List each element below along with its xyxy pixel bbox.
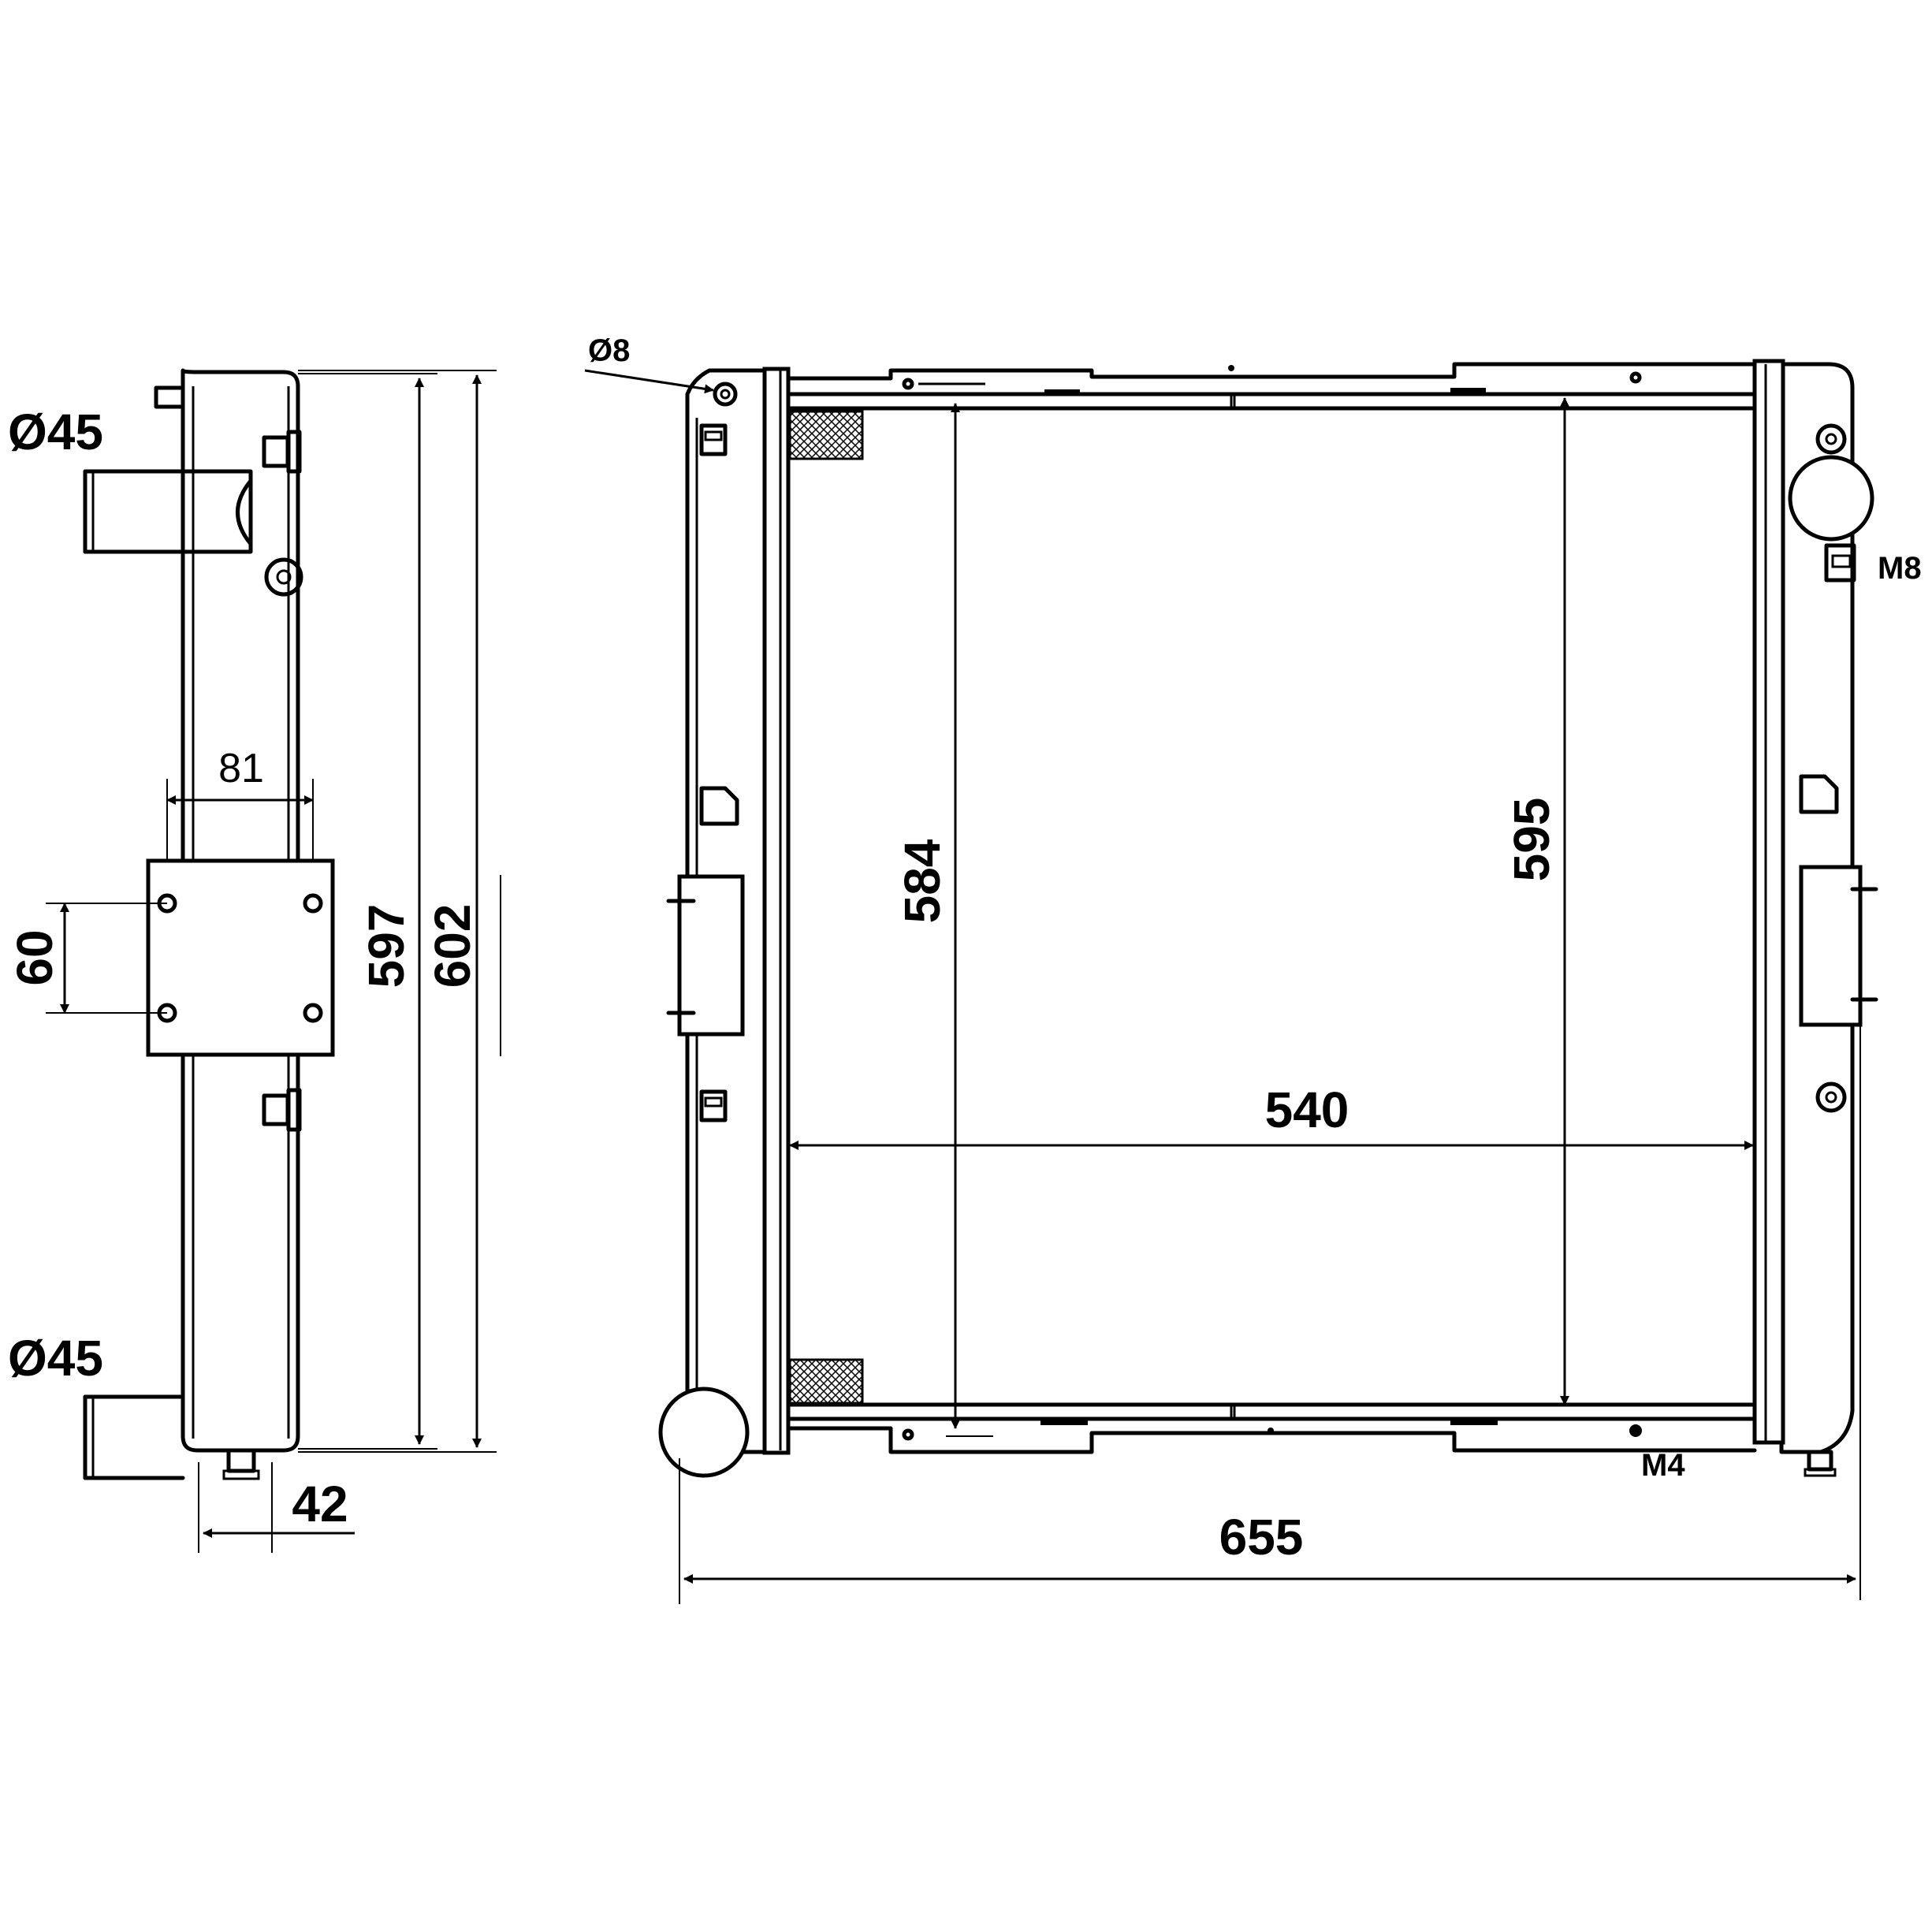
- fin-sample-bottom: [788, 1358, 864, 1405]
- dim-hole-spacing: 60: [6, 929, 63, 985]
- left-tank-lug: [699, 786, 739, 826]
- front-outlet-pipe: [658, 1387, 750, 1478]
- weld-mark: [1450, 1419, 1498, 1425]
- m4-thread-point: [1629, 1424, 1642, 1437]
- label-mount-hole: Ø8: [588, 333, 630, 368]
- bracket-hole: [303, 893, 323, 914]
- dim-overall-height: 602: [424, 904, 481, 988]
- front-bottom-header: [786, 1402, 1757, 1454]
- dim-overall-width: 655: [1219, 1509, 1304, 1565]
- side-inlet-pipe: [83, 469, 253, 554]
- side-view: 81 60 597 602 42 Ø45 Ø45: [6, 368, 501, 1553]
- weld-mark: [1044, 389, 1080, 396]
- dim-core-width: 540: [1265, 1081, 1349, 1138]
- side-mounting-bracket: [146, 858, 335, 1057]
- right-tank-bracket: [1799, 865, 1863, 1027]
- side-boss: [264, 557, 303, 597]
- front-left-side-plate: [762, 367, 791, 1455]
- right-drain-plug: [1807, 1450, 1833, 1472]
- side-tank-outline: [181, 368, 300, 1453]
- dim-tank-height: 595: [1503, 798, 1560, 882]
- fin-sample-top: [788, 410, 864, 460]
- side-clip-lower: [262, 1093, 290, 1126]
- dim-bracket-width: 81: [218, 746, 264, 791]
- front-top-header: [786, 362, 1757, 411]
- dim-core-height: 584: [894, 839, 951, 923]
- label-outlet-diameter: Ø45: [8, 1330, 103, 1387]
- label-thread-m8: M8: [1878, 551, 1922, 586]
- left-tank-clip-lower: [699, 1089, 728, 1122]
- side-drain-plug: [226, 1448, 256, 1473]
- weld-mark: [1450, 388, 1486, 394]
- left-tank-clip: [699, 423, 728, 456]
- side-clip-upper: [262, 435, 290, 468]
- right-tank-boss: [1815, 423, 1847, 455]
- right-tank-boss-lower: [1815, 1081, 1847, 1113]
- side-outlet-pipe: [83, 1394, 185, 1480]
- label-inlet-diameter: Ø45: [8, 404, 103, 460]
- front-right-side-plate: [1752, 359, 1785, 1445]
- m8-thread-boss: [1824, 543, 1856, 583]
- front-inlet-pipe: [1788, 455, 1874, 542]
- dim-side-core-height: 597: [358, 904, 415, 988]
- bracket-hole: [303, 1003, 323, 1023]
- mount-hole-o8: [713, 382, 738, 407]
- label-thread-m4: M4: [1641, 1448, 1685, 1483]
- right-tank-lug: [1799, 774, 1839, 814]
- dim-tank-depth: 42: [292, 1476, 348, 1532]
- front-view: 584 595 540 655 Ø8 M8 M4: [584, 333, 1922, 1604]
- weld-mark: [1040, 1419, 1088, 1425]
- side-vent-cap: [154, 385, 185, 409]
- front-right-tank: [1779, 362, 1855, 1454]
